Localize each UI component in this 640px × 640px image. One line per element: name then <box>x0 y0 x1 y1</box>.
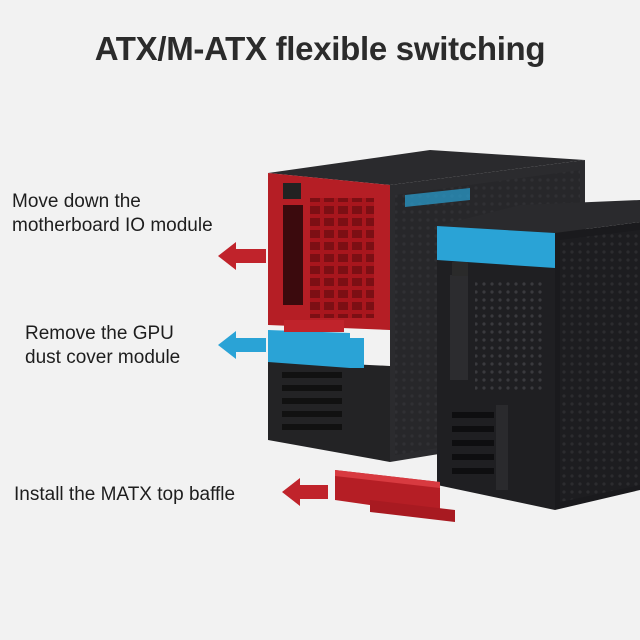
io-module-label-line-1: Move down the <box>12 191 141 212</box>
gpu-cover-label-line-2: dust cover module <box>25 347 181 368</box>
io-module-label-line-2: motherboard IO module <box>12 215 213 236</box>
arrow-left-icon <box>282 478 328 506</box>
matx-top-baffle-part <box>335 470 455 522</box>
matx-top-baffle-blue <box>437 226 555 268</box>
io-module-label: Move down the motherboard IO module <box>12 190 262 238</box>
arrow-left-icon <box>218 242 266 270</box>
gpu-cover-label-line-1: Remove the GPU <box>25 323 174 344</box>
gpu-cover-blue <box>268 330 350 368</box>
arrow-left-icon <box>218 331 266 359</box>
gpu-cover-label: Remove the GPU dust cover module <box>25 322 215 370</box>
matx-case <box>437 200 640 510</box>
matx-baffle-label: Install the MATX top baffle <box>14 484 236 505</box>
page-title: ATX/M-ATX flexible switching <box>94 30 546 67</box>
